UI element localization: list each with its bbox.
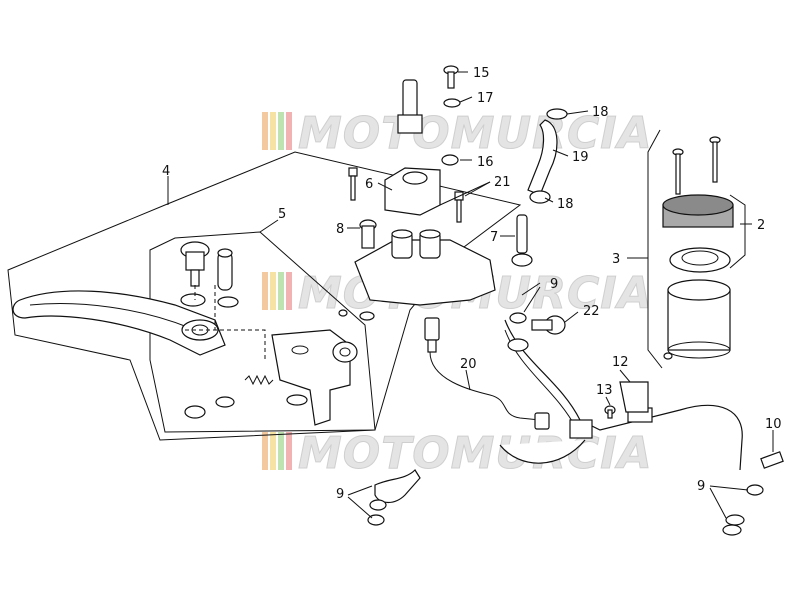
- callout-4: 4: [162, 164, 170, 179]
- callout-7: 7: [490, 230, 498, 245]
- bushing: [217, 248, 233, 291]
- spring: [244, 374, 274, 386]
- group-2-bracket: [729, 194, 746, 269]
- washer: [722, 524, 742, 536]
- callout-13: 13: [596, 383, 613, 398]
- callout-21: 21: [494, 175, 511, 190]
- callout-9-lower-left: 9: [336, 487, 344, 502]
- callout-18-upper: 18: [592, 105, 609, 120]
- screw-22: [531, 315, 566, 335]
- group-3-bracket: [647, 129, 663, 369]
- group-4-outline: [7, 151, 522, 441]
- callout-9-upper: 9: [550, 277, 558, 292]
- callout-15: 15: [473, 66, 490, 81]
- hose-fitting: [569, 419, 593, 439]
- clamp-bolt: [348, 167, 358, 201]
- hose-guide-bracket: [619, 381, 649, 413]
- banjo-fitting: [397, 79, 423, 134]
- watermark-text: MOTOMURCIA: [298, 428, 653, 479]
- washer: [180, 293, 206, 307]
- switch-wire: [429, 351, 541, 421]
- lower-banjo: [367, 469, 421, 526]
- nut: [359, 311, 375, 321]
- callout-22: 22: [583, 304, 600, 319]
- screw-15: [443, 65, 459, 89]
- handlebar-clamp: [384, 167, 441, 216]
- callout-9-lower-right: 9: [697, 479, 705, 494]
- o-ring: [338, 309, 348, 317]
- watermark-top: MOTOMURCIA: [262, 108, 653, 160]
- reservoir-cap: [662, 194, 734, 228]
- hose-lower-loop: [499, 439, 586, 464]
- master-cylinder-body: [354, 229, 496, 306]
- group-5-outline: [149, 231, 376, 433]
- hose-clip: [529, 190, 551, 204]
- reservoir-screw: [709, 136, 721, 183]
- reservoir-diaphragm: [669, 247, 731, 273]
- pivot-bolt: [180, 241, 210, 287]
- seal-washer: [443, 98, 461, 108]
- circlip: [215, 396, 235, 408]
- callout-2: 2: [757, 218, 765, 233]
- callout-labels: 2 3 4 5 6 7 8 9 9 9 10 12 13 15 16 17 18…: [162, 66, 782, 502]
- washer: [746, 484, 764, 496]
- callout-5: 5: [278, 207, 286, 222]
- washer: [509, 312, 527, 324]
- callout-3: 3: [612, 252, 620, 267]
- callout-17: 17: [477, 91, 494, 106]
- hose-clip: [546, 108, 568, 120]
- washer: [217, 296, 239, 308]
- callout-10: 10: [765, 417, 782, 432]
- brake-light-switch: [424, 317, 440, 353]
- callout-8: 8: [336, 222, 344, 237]
- callout-19: 19: [572, 150, 589, 165]
- callout-18-lower: 18: [557, 197, 574, 212]
- watermark-bottom: MOTOMURCIA: [262, 428, 653, 480]
- assembly-guide: [185, 285, 266, 360]
- hose-union: [511, 214, 533, 267]
- watermark-stripes: [262, 112, 292, 150]
- nut: [441, 154, 459, 166]
- bleed-screw-10: [760, 451, 784, 469]
- lever-pivot-bolt: [359, 219, 377, 249]
- washer: [286, 394, 308, 406]
- callout-20: 20: [460, 357, 477, 372]
- reservoir-hose: [527, 119, 558, 196]
- lever-adjuster-block: [271, 329, 358, 426]
- callout-6: 6: [365, 177, 373, 192]
- washer: [507, 338, 529, 352]
- reservoir-body: [667, 279, 731, 359]
- bolt-13: [604, 405, 616, 419]
- washer: [725, 514, 745, 526]
- callout-16: 16: [477, 155, 494, 170]
- watermark-text: MOTOMURCIA: [298, 108, 653, 159]
- wire-connector: [534, 412, 550, 430]
- callout-12: 12: [612, 355, 629, 370]
- leader-lines: [167, 71, 774, 519]
- reservoir-screw: [672, 148, 684, 195]
- circlip: [184, 405, 206, 419]
- reservoir-grommet: [663, 352, 673, 360]
